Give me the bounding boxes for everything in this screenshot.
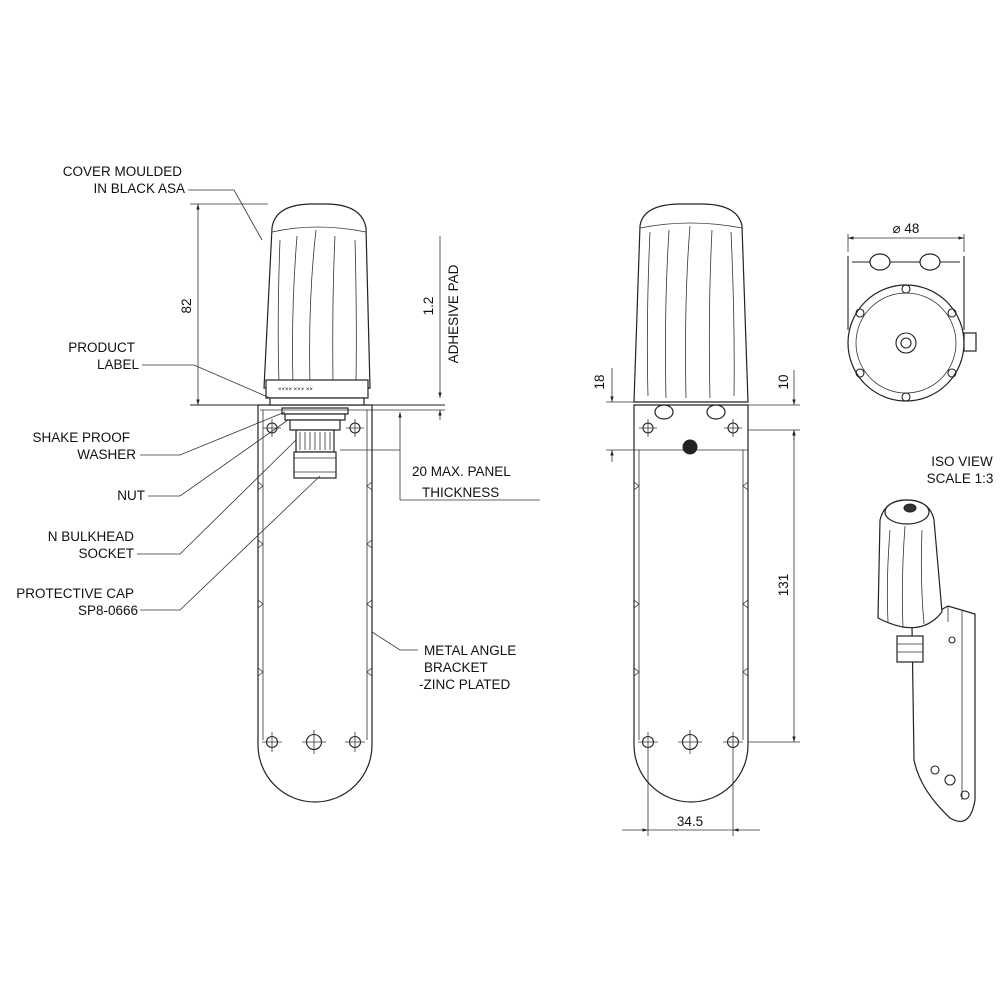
label-callout-line1: PRODUCT <box>68 340 135 355</box>
bracket-holes <box>262 419 365 754</box>
socket-callout-line2: SOCKET <box>78 546 134 561</box>
dim-10: 10 <box>776 374 791 389</box>
side-radome <box>633 203 749 420</box>
dim-height-82: 82 <box>179 298 194 313</box>
dim-18: 18 <box>592 374 607 389</box>
iso-view: ISO VIEW SCALE 1:3 <box>877 454 994 822</box>
product-label-marking: ×××× ××× ×× <box>278 387 313 393</box>
top-view-holes <box>855 284 957 402</box>
dim-131: 131 <box>776 574 791 597</box>
panel-thickness-line1: 20 MAX. PANEL <box>412 464 511 479</box>
bracket-callout-line1: METAL ANGLE <box>424 643 516 658</box>
side-holes <box>638 419 743 754</box>
label-callout-line2: LABEL <box>97 357 140 372</box>
nut-callout: NUT <box>117 488 145 503</box>
washer-callout-line2: WASHER <box>77 447 136 462</box>
connector-assembly <box>281 407 349 479</box>
side-view: 18 10 131 34.5 <box>592 203 800 836</box>
panel-thickness-line2: THICKNESS <box>422 485 499 500</box>
radome-cover <box>263 203 371 406</box>
dim-diameter-48: ⌀ 48 <box>893 221 920 236</box>
cap-callout-line1: PROTECTIVE CAP <box>16 586 134 601</box>
cover-callout-line1: COVER MOULDED <box>63 164 183 179</box>
iso-view-title: ISO VIEW <box>931 454 993 469</box>
washer-callout-line1: SHAKE PROOF <box>32 430 130 445</box>
top-view: ⌀ 48 <box>847 221 977 402</box>
socket-callout-line1: N BULKHEAD <box>48 529 135 544</box>
metal-bracket-side <box>633 404 749 803</box>
adhesive-pad-label: ADHESIVE PAD <box>446 264 461 363</box>
bracket-callout-line3: -ZINC PLATED <box>419 677 511 692</box>
iso-view-scale: SCALE 1:3 <box>927 471 994 486</box>
front-view: ×××× ××× ×× 82 1.2 ADHESIVE PAD 20 MAX. … <box>16 164 540 803</box>
bracket-callout-line2: BRACKET <box>424 660 488 675</box>
cover-callout-line2: IN BLACK ASA <box>93 181 185 196</box>
dim-34-5: 34.5 <box>677 814 703 829</box>
dim-pad-1-2: 1.2 <box>421 297 436 316</box>
cap-callout-line2: SP8-0666 <box>78 603 138 618</box>
metal-bracket-front <box>257 404 373 803</box>
